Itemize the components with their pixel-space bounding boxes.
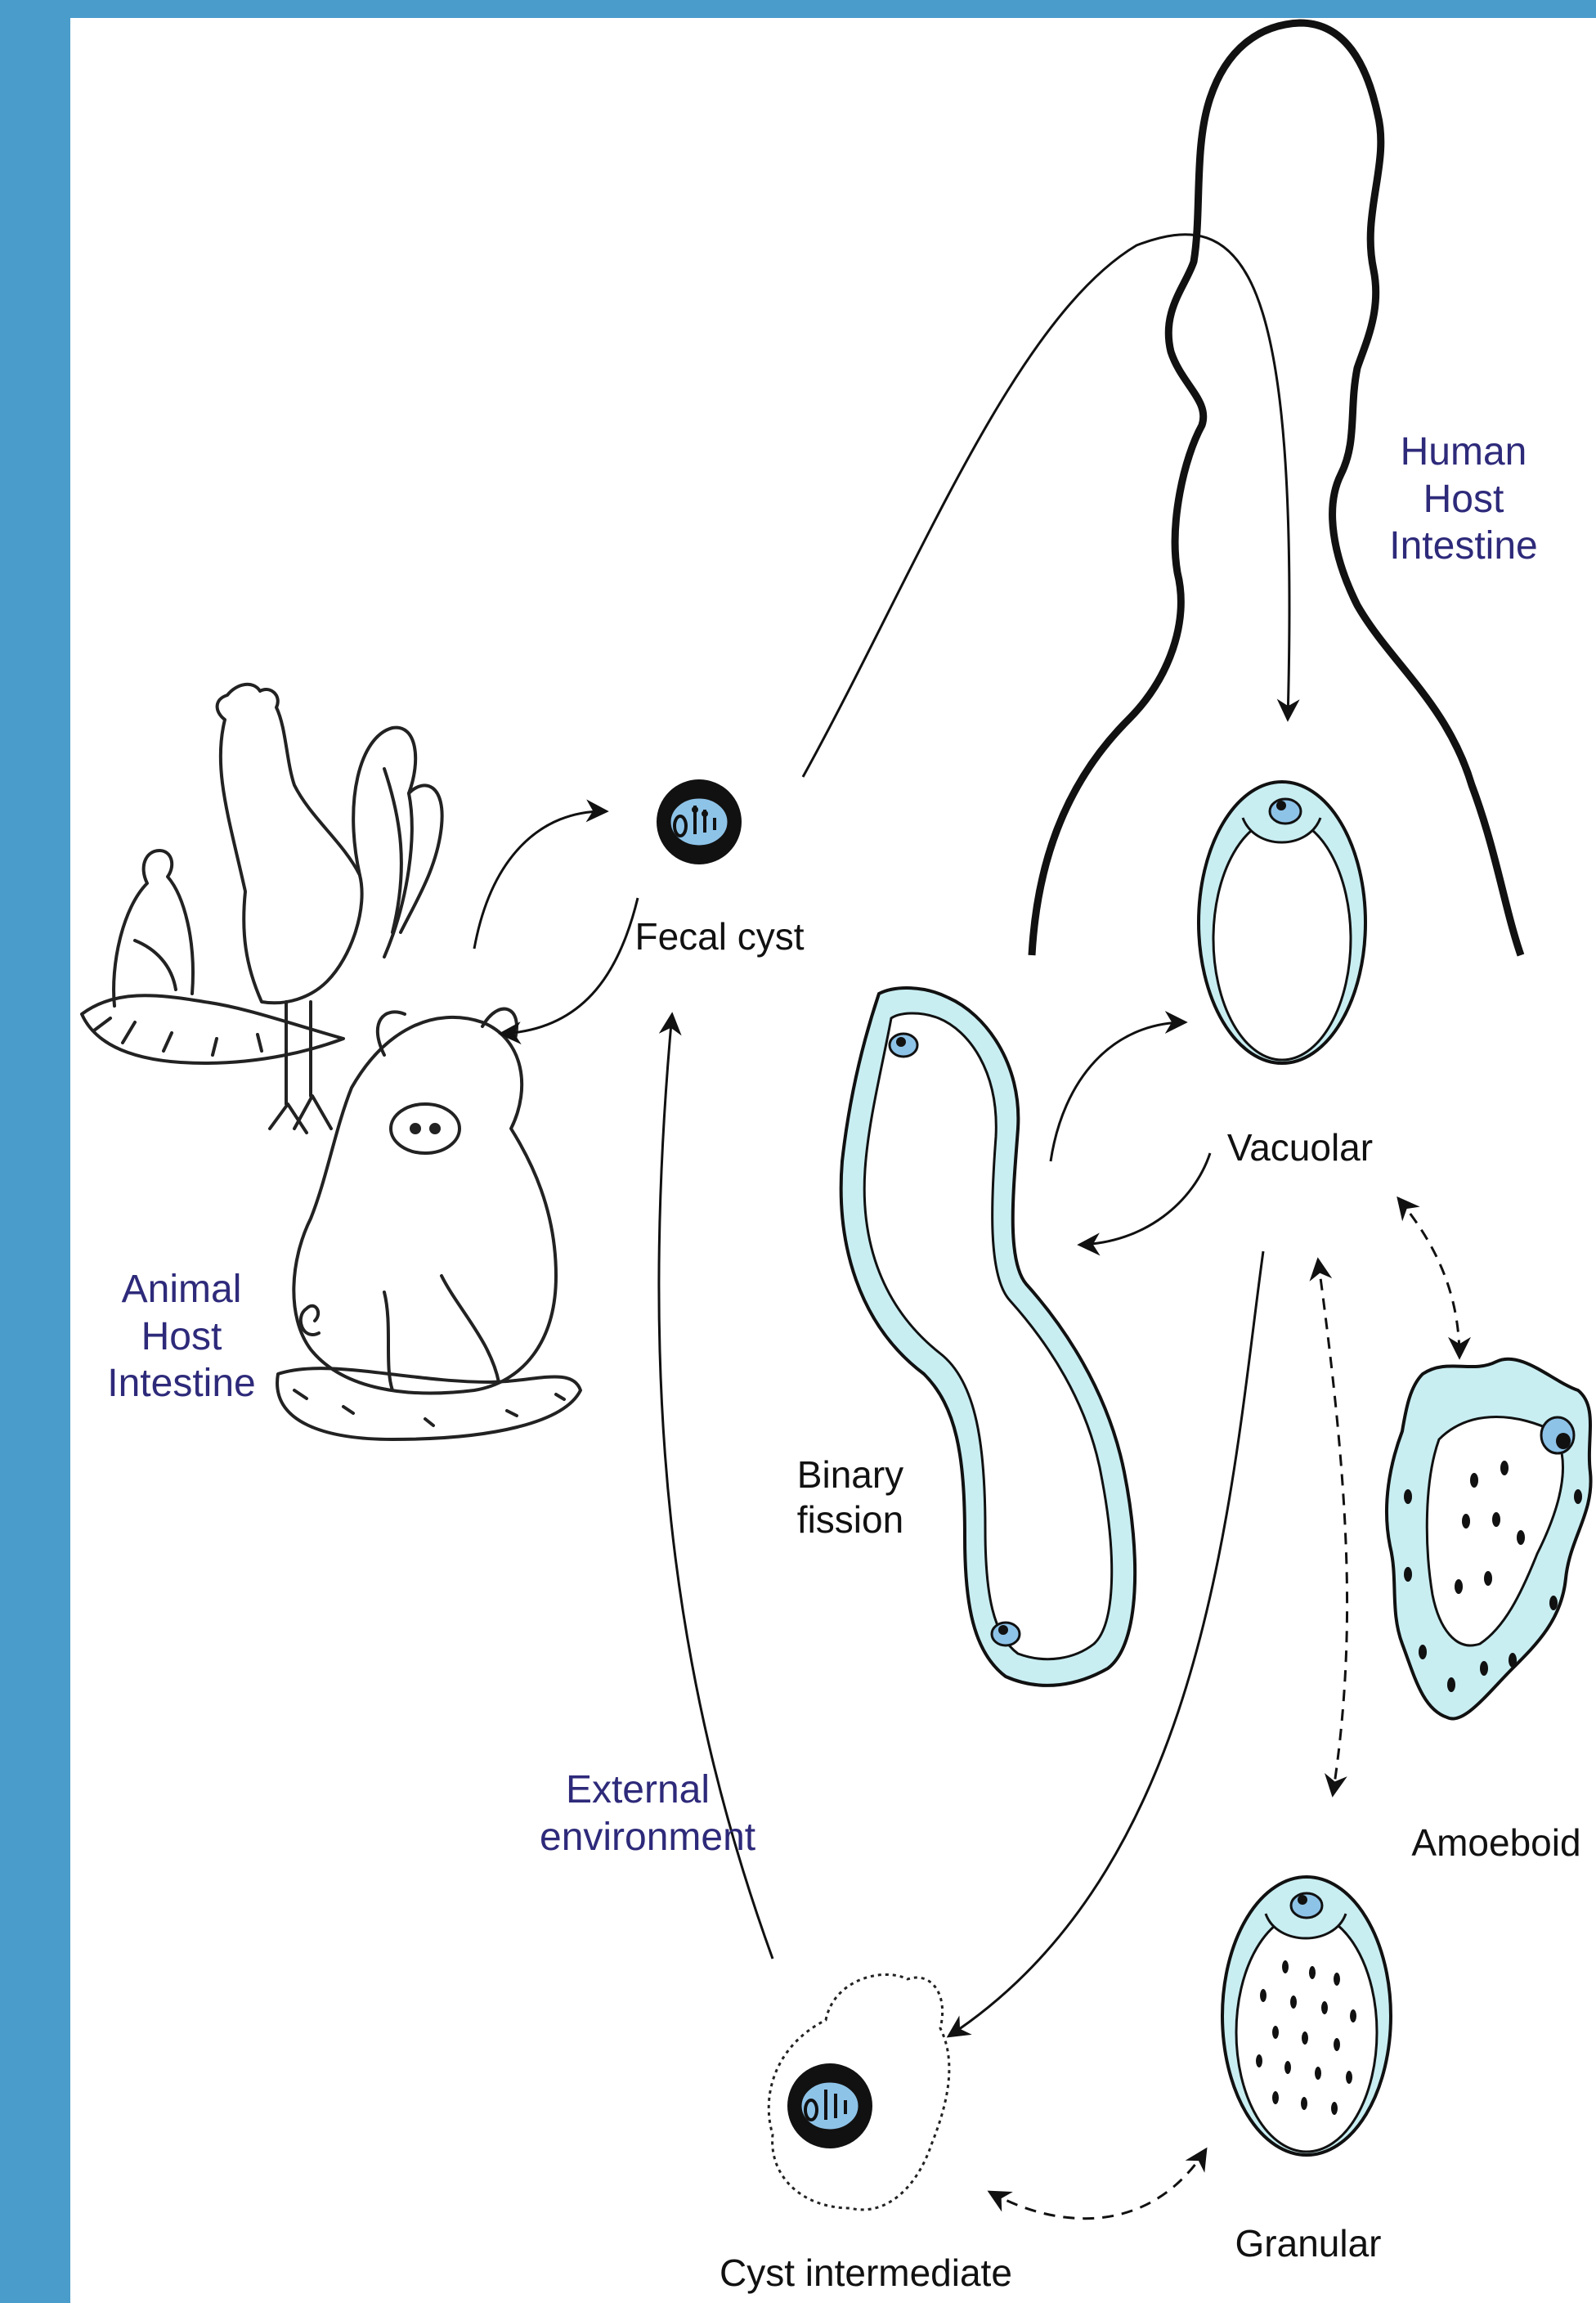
binary-fission-line-2: fission <box>777 1497 924 1542</box>
binary-fission-label: Binary fission <box>777 1452 924 1542</box>
binary-fission-line-1: Binary <box>777 1452 924 1497</box>
human-host-line-3: Intestine <box>1382 523 1545 570</box>
granular-label: Granular <box>1218 2221 1398 2266</box>
human-host-line-1: Human <box>1382 429 1545 476</box>
amoeboid-label: Amoeboid <box>1406 1820 1586 1865</box>
animal-host-line-3: Intestine <box>100 1360 263 1407</box>
arrow-fecal-cyst-to-vacuolar <box>803 235 1289 777</box>
external-environment-line-1: External <box>540 1767 736 1814</box>
arrow-vacuolar-amoeboid-dashed <box>1398 1198 1459 1358</box>
animal-host-line-1: Animal <box>100 1266 263 1313</box>
vacuolar-label: Vacuolar <box>1210 1125 1390 1170</box>
fecal-cyst-label: Fecal cyst <box>630 914 809 959</box>
binary-fission-cell <box>841 988 1135 1686</box>
arrow-fecal-cyst-to-animal <box>500 898 638 1034</box>
fecal-cyst-cell <box>657 779 742 864</box>
arrow-binary-fission-to-vacuolar <box>1051 1022 1186 1161</box>
human-host-line-2: Host <box>1382 476 1545 523</box>
cyst-intermediate-cell <box>769 1974 949 2209</box>
external-environment-line-2: environment <box>540 1814 736 1861</box>
arrow-animal-to-fecal-cyst <box>474 811 607 949</box>
vacuolar-cell <box>1199 782 1365 1063</box>
animal-host-line-2: Host <box>100 1313 263 1361</box>
human-host-label: Human Host Intestine <box>1382 429 1545 570</box>
animal-host-label: Animal Host Intestine <box>100 1266 263 1407</box>
arrow-vacuolar-to-binary-fission <box>1079 1153 1210 1245</box>
arrow-cyst-intermediate-granular-dashed <box>989 2149 1206 2219</box>
granular-cell <box>1222 1877 1391 2155</box>
arrow-vacuolar-granular-dashed <box>1318 1259 1347 1795</box>
cyst-intermediate-label: Cyst intermediate <box>720 2251 981 2296</box>
amoeboid-cell <box>1387 1359 1591 1719</box>
external-environment-label: External environment <box>540 1767 736 1861</box>
